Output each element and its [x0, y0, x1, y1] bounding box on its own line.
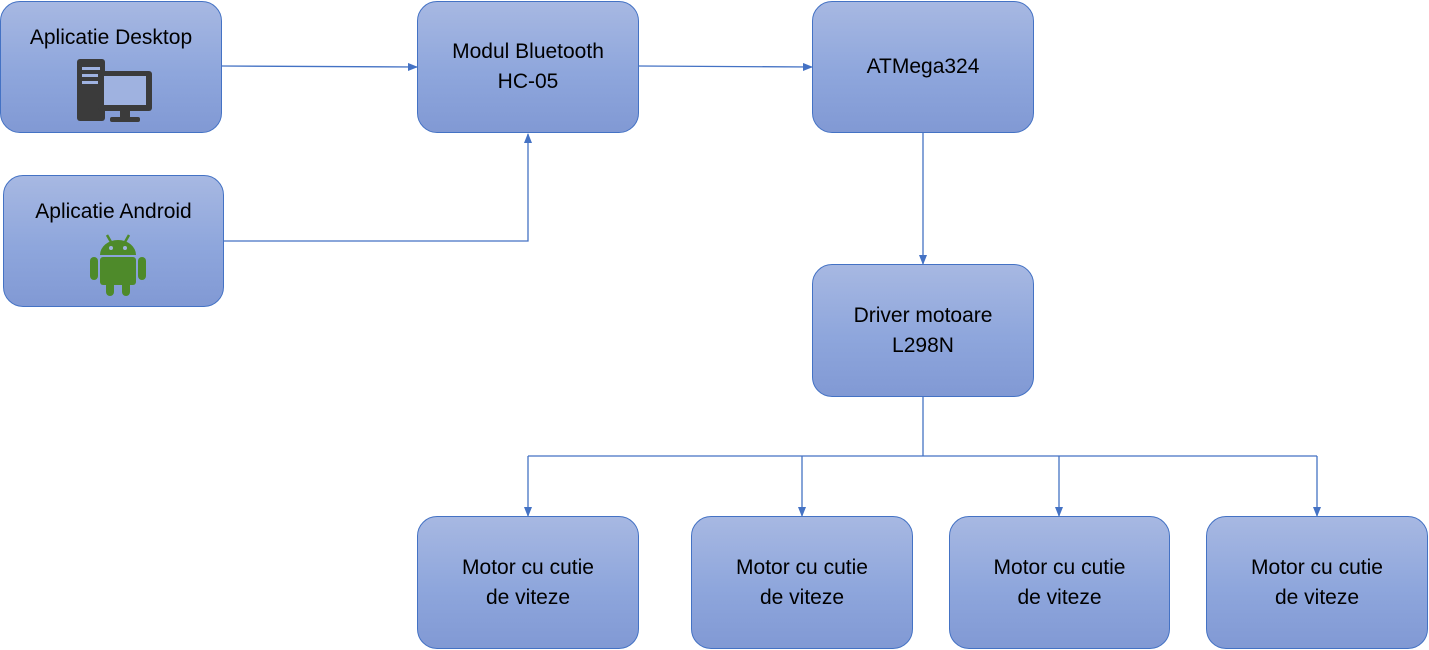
node-android-app: Aplicatie Android	[3, 175, 224, 307]
arrow-android-to-bluetooth	[224, 133, 532, 242]
node-motor-2: Motor cu cutie de viteze	[691, 516, 913, 649]
node-motor-line1: Motor cu cutie	[993, 555, 1126, 579]
node-motor-line2: de viteze	[1017, 585, 1102, 609]
node-bluetooth-module: Modul Bluetooth HC-05	[417, 1, 639, 133]
node-bluetooth-line1: Modul Bluetooth	[452, 40, 604, 63]
node-motor-line1: Motor cu cutie	[1251, 555, 1383, 579]
node-motor-3: Motor cu cutie de viteze	[949, 516, 1170, 649]
node-mcu-label: ATMega324	[866, 55, 980, 78]
node-motor-4: Motor cu cutie de viteze	[1206, 516, 1428, 649]
node-bluetooth-line2: HC-05	[497, 70, 559, 93]
node-motor-line2: de viteze	[759, 585, 845, 609]
node-motor-line1: Motor cu cutie	[462, 555, 594, 579]
arrow-desktop-to-bluetooth	[221, 62, 418, 71]
node-motor-1: Motor cu cutie de viteze	[417, 516, 639, 649]
node-driver-line2: L298N	[892, 333, 954, 357]
node-motor-line2: de viteze	[485, 585, 571, 609]
node-motor-line1: Motor cu cutie	[736, 555, 868, 579]
node-driver-line1: Driver motoare	[853, 303, 993, 327]
node-desktop-app: Aplicatie Desktop	[0, 1, 222, 133]
desktop-computer-icon	[77, 59, 152, 122]
node-android-app-label: Aplicatie Android	[35, 200, 192, 223]
node-motor-driver: Driver motoare L298N	[812, 264, 1034, 397]
android-icon	[90, 234, 146, 296]
node-mcu: ATMega324	[812, 1, 1034, 133]
node-motor-line2: de viteze	[1274, 585, 1360, 609]
arrow-bluetooth-to-mcu	[638, 62, 813, 71]
node-desktop-app-label: Aplicatie Desktop	[29, 26, 193, 49]
